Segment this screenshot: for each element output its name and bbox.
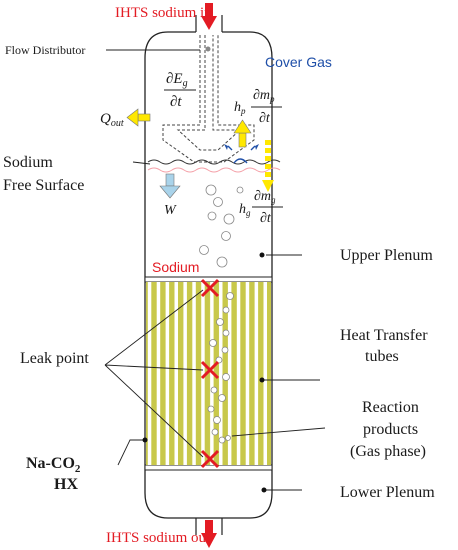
lower-plenum-label: Lower Plenum [340, 484, 435, 501]
inlet-arrow [201, 3, 217, 30]
w-label: W [164, 203, 177, 218]
gas-bubbles-upper [199, 184, 244, 268]
hx-label-line-2: HX [54, 476, 78, 493]
hg-arrow [262, 140, 274, 192]
sodium-free-surface-line-2: Free Surface [3, 177, 84, 194]
svg-text:∂t: ∂t [260, 211, 272, 226]
flow-distributor-label: Flow Distributor [5, 43, 85, 57]
reaction-label-3: (Gas phase) [350, 443, 426, 460]
q-out-label: Qout [100, 111, 124, 129]
sodium-label: Sodium [152, 259, 199, 275]
hp-arrow [233, 119, 252, 148]
svg-text:hp: hp [234, 100, 246, 116]
product-mass-derivative: hp ∂mp ∂t [234, 88, 282, 126]
gas-bubbles-tubes [207, 292, 234, 444]
outlet-label: IHTS sodium out [106, 530, 211, 546]
cover-gas-label: Cover Gas [265, 54, 332, 70]
surface-bubble [233, 158, 248, 164]
leader-dots [142, 252, 267, 493]
leak-point-x-2 [200, 360, 220, 380]
svg-text:hg: hg [239, 202, 251, 218]
energy-derivative: ∂Eg ∂t [164, 71, 196, 110]
reaction-label-2: products [363, 421, 418, 438]
heat-transfer-label-2: tubes [365, 348, 399, 365]
svg-text:∂mg: ∂mg [254, 189, 276, 205]
svg-text:∂Eg: ∂Eg [166, 71, 188, 89]
upper-plenum-label: Upper Plenum [340, 247, 433, 264]
vessel-outline [144, 31, 273, 519]
svg-text:∂t: ∂t [170, 94, 182, 110]
sodium-free-surface-line-1: Sodium [3, 154, 53, 171]
q-out-arrow [126, 108, 151, 127]
outlet-arrow [201, 520, 217, 548]
leak-point-x-1 [200, 278, 220, 298]
upper-tube-sheet [144, 276, 273, 283]
leak-point-label: Leak point [20, 350, 89, 367]
heat-transfer-label-1: Heat Transfer [340, 327, 428, 344]
outlet-nozzle [195, 518, 223, 535]
free-surface-wave [147, 159, 281, 165]
bubble-arrows [227, 145, 256, 151]
free-surface-wave-pink [147, 167, 281, 173]
inlet-nozzle [195, 15, 223, 32]
flow-distributor [162, 35, 255, 163]
svg-text:∂t: ∂t [259, 111, 271, 126]
w-arrow [159, 173, 181, 199]
svg-text:∂mp: ∂mp [253, 88, 275, 104]
gas-mass-derivative: hg ∂mg ∂t [239, 189, 283, 226]
reaction-label-1: Reaction [362, 399, 419, 416]
leader-lines [104, 49, 326, 491]
inlet-label: IHTS sodium in [115, 5, 212, 21]
leak-point-x-3 [200, 449, 220, 469]
lower-tube-sheet [144, 464, 273, 471]
hx-label-line-1: Na-CO2 [26, 455, 81, 475]
distributor-dot [205, 46, 211, 52]
